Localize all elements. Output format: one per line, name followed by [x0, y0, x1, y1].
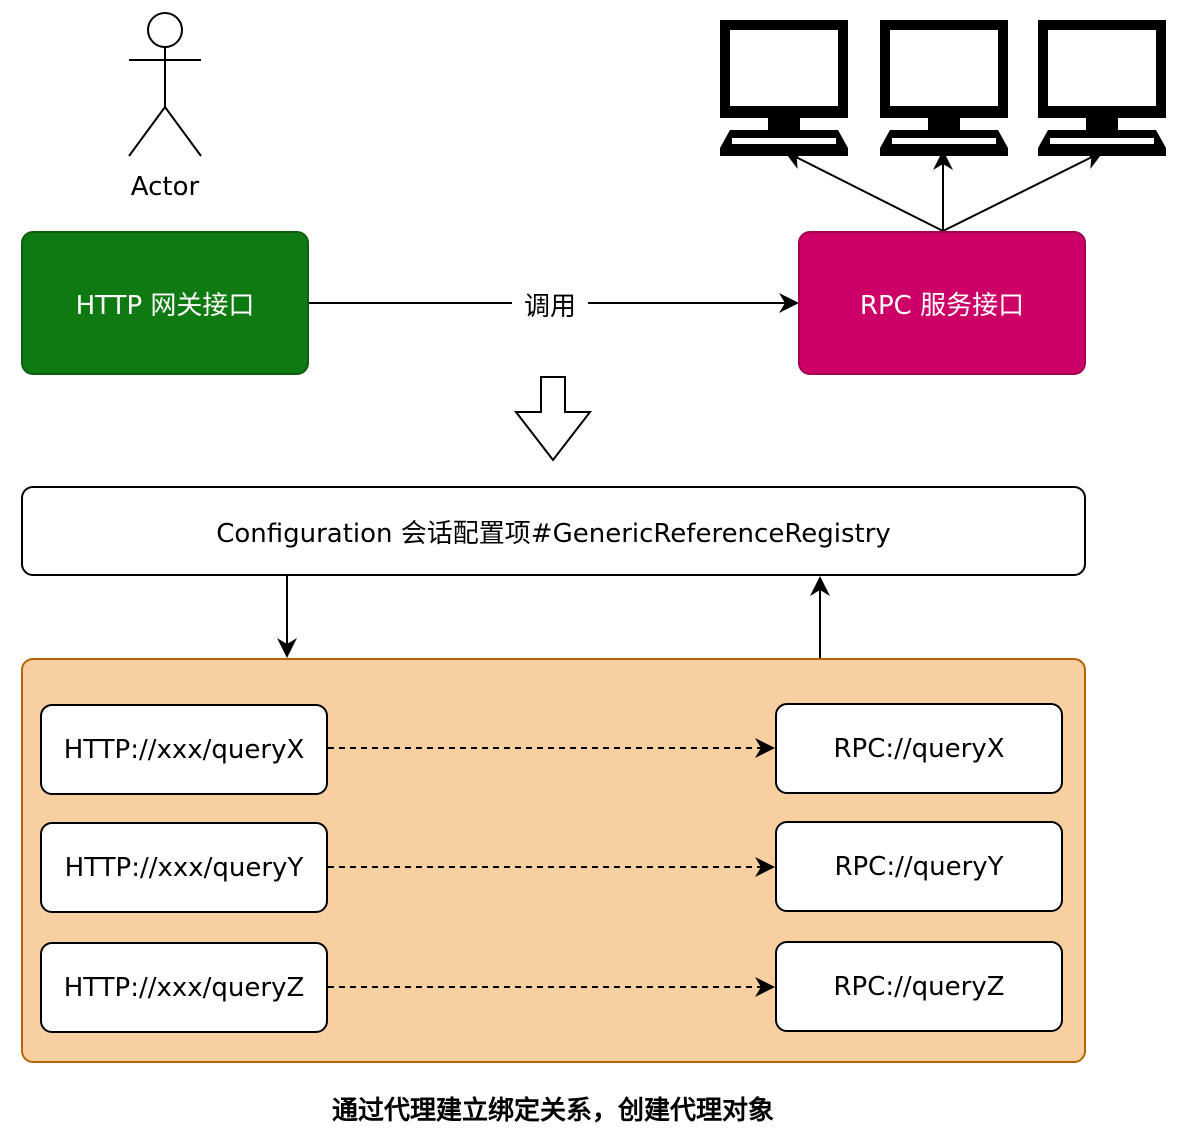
http-route-label: HTTP://xxx/queryX [63, 734, 305, 765]
configuration-label: Configuration 会话配置项#GenericReferenceRegi… [216, 518, 891, 549]
configuration-node[interactable]: Configuration 会话配置项#GenericReferenceRegi… [21, 486, 1086, 576]
rpc-route-x[interactable]: RPC://queryX [775, 703, 1063, 794]
http-route-label: HTTP://xxx/queryZ [63, 972, 305, 1003]
http-route-label: HTTP://xxx/queryY [64, 852, 304, 883]
rpc-to-monitor-edges [784, 150, 1104, 232]
http-route-y[interactable]: HTTP://xxx/queryY [40, 822, 328, 913]
down-arrow-icon [513, 376, 593, 462]
http-route-x[interactable]: HTTP://xxx/queryX [40, 704, 328, 795]
rpc-route-y[interactable]: RPC://queryY [775, 821, 1063, 912]
call-edge-label: 调用 [512, 286, 588, 323]
rpc-route-label: RPC://queryY [834, 851, 1004, 882]
actor-icon [128, 12, 202, 157]
http-gateway-node[interactable]: HTTP 网关接口 [21, 231, 309, 375]
rpc-route-label: RPC://queryZ [833, 971, 1005, 1002]
diagram-caption: 通过代理建立绑定关系，创建代理对象 [331, 1096, 774, 1126]
rpc-route-label: RPC://queryX [833, 733, 1005, 764]
http-gateway-label: HTTP 网关接口 [75, 290, 255, 321]
actor-label: Actor [130, 172, 200, 202]
rpc-service-label: RPC 服务接口 [859, 290, 1025, 321]
rpc-service-node[interactable]: RPC 服务接口 [798, 231, 1086, 375]
rpc-route-z[interactable]: RPC://queryZ [775, 941, 1063, 1032]
http-route-z[interactable]: HTTP://xxx/queryZ [40, 942, 328, 1033]
